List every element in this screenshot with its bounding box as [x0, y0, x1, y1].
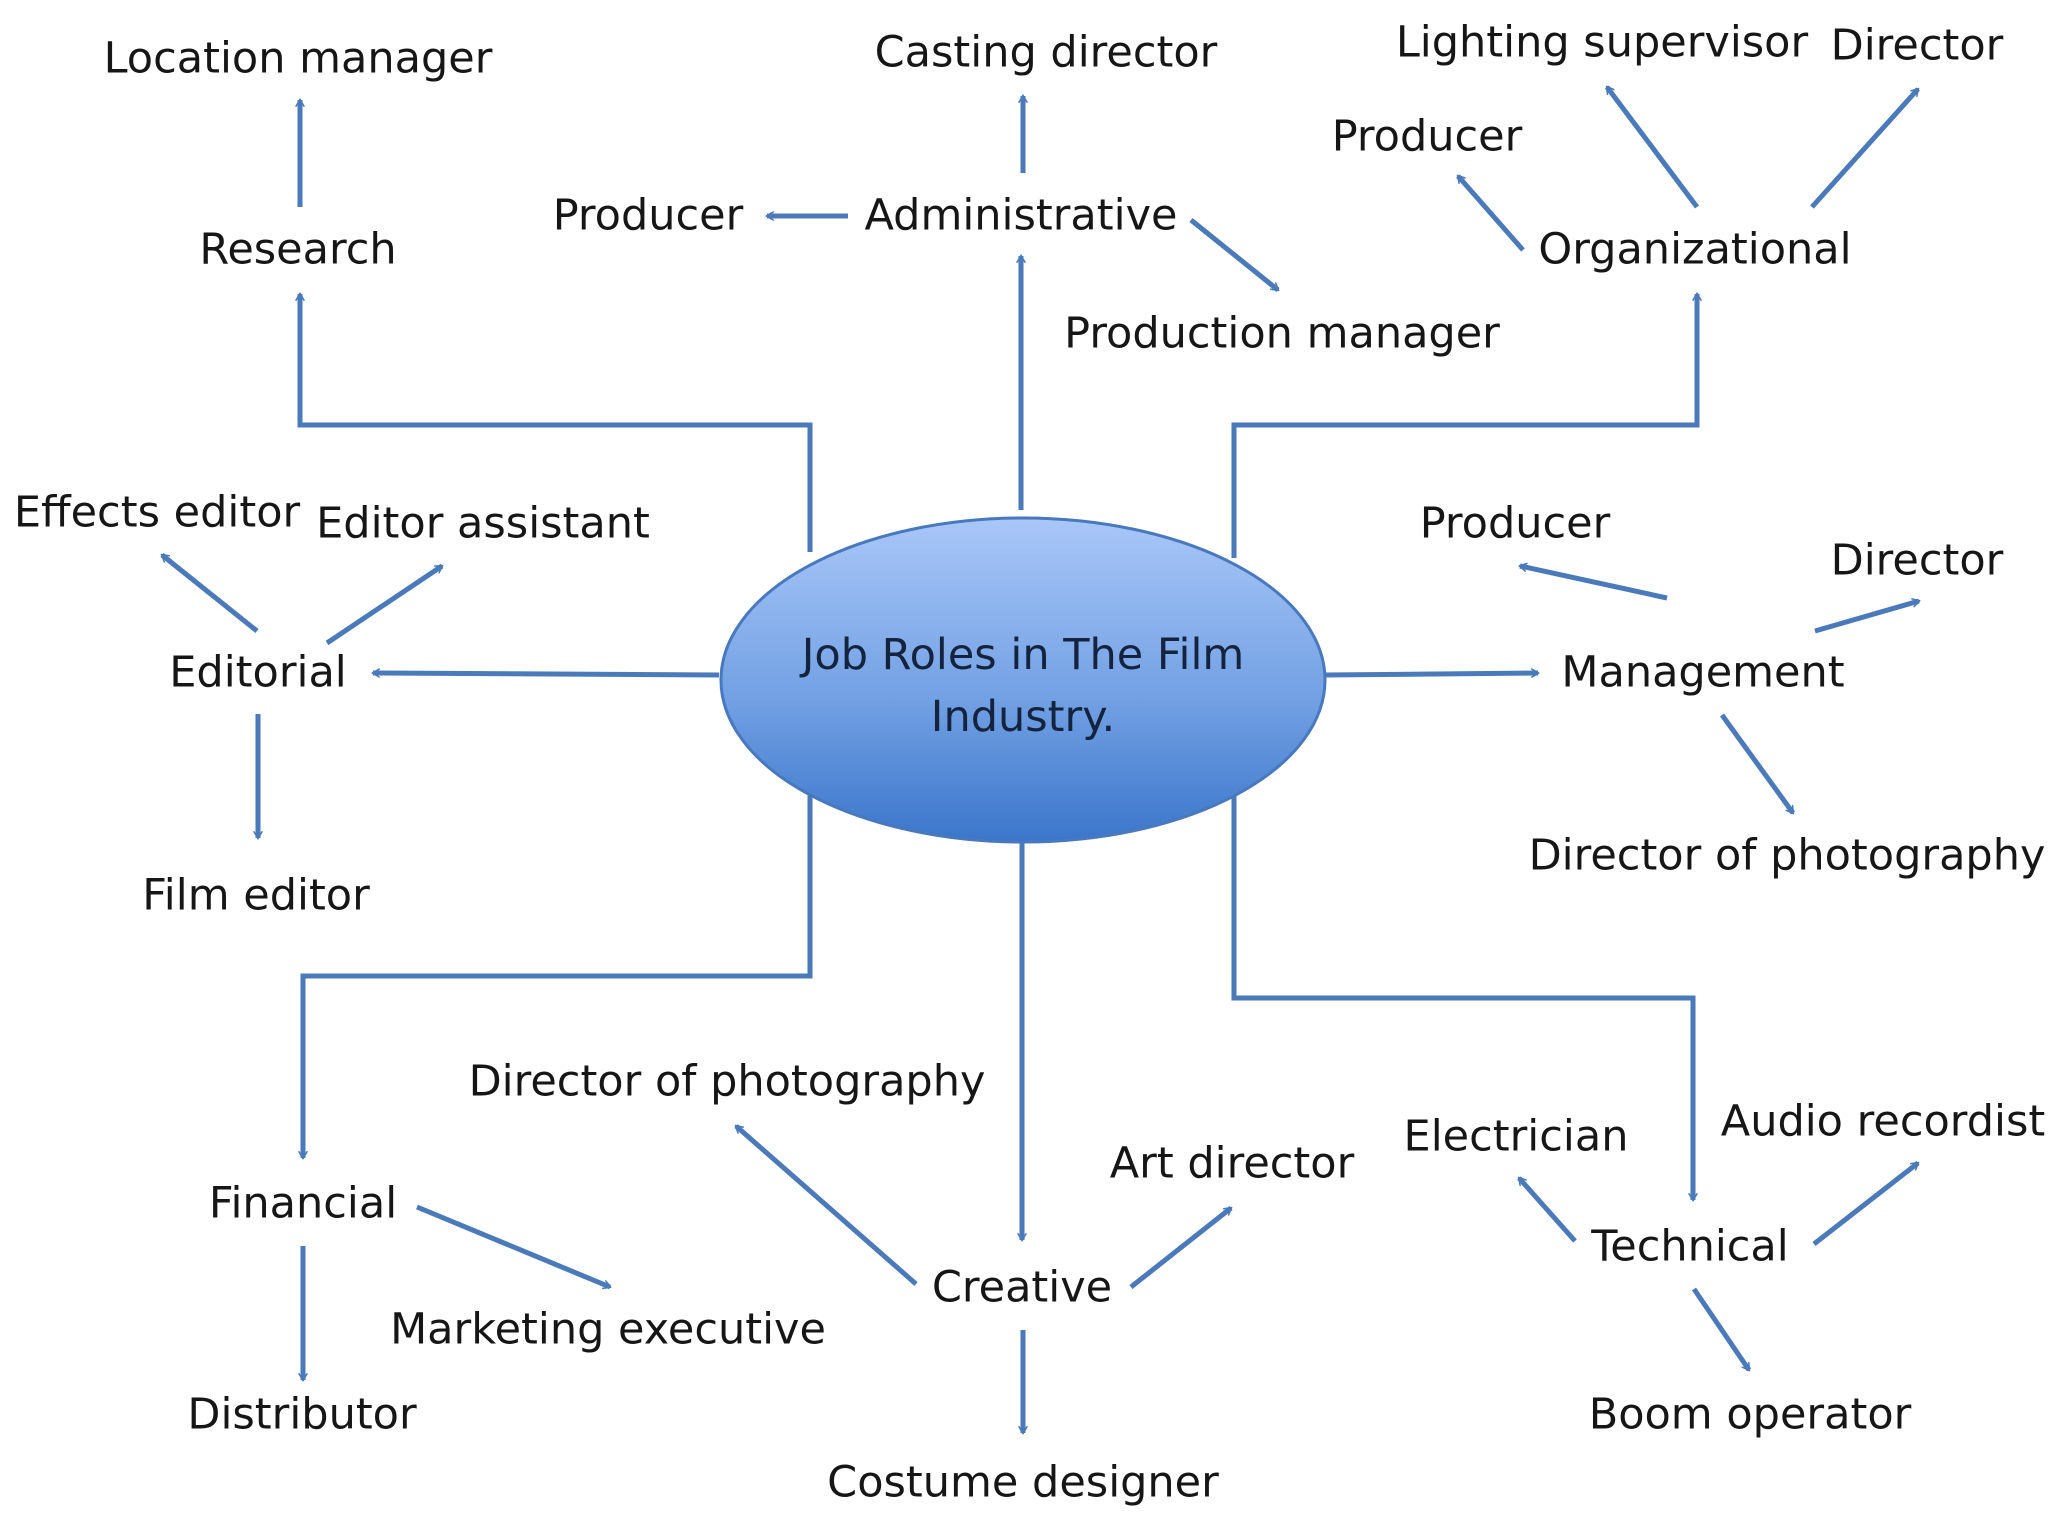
arrow-organizational-director — [1810, 87, 1920, 209]
role-lighting-supervisor: Lighting supervisor — [1395, 17, 1809, 68]
role-director-of-photography-creative: Director of photography — [468, 1056, 986, 1107]
arrow-creative-art-director — [1129, 1206, 1233, 1289]
category-financial: Financial — [208, 1178, 398, 1229]
category-editorial: Editorial — [169, 647, 347, 698]
role-costume-designer: Costume designer — [827, 1457, 1219, 1508]
category-creative: Creative — [931, 1262, 1113, 1313]
category-technical: Technical — [1591, 1221, 1789, 1272]
role-boom-operator: Boom operator — [1588, 1389, 1912, 1440]
category-organizational: Organizational — [1538, 224, 1852, 275]
role-distributor: Distributor — [187, 1389, 417, 1440]
role-location-manager: Location manager — [103, 33, 493, 84]
role-marketing-executive: Marketing executive — [390, 1304, 826, 1355]
category-research: Research — [199, 224, 397, 275]
arrow-technical-audio-recordist — [1812, 1161, 1920, 1246]
connector-technical — [1231, 790, 1698, 1202]
central-topic-label: Job Roles in The Film Industry. — [801, 630, 1245, 742]
arrow-financial-marketing-executive — [416, 1204, 612, 1290]
role-production-manager: Production manager — [1064, 308, 1500, 359]
role-effects-editor: Effects editor — [13, 487, 301, 538]
arrow-management-director — [1814, 598, 1921, 634]
arrow-management-director-of-photography — [1719, 713, 1796, 815]
role-electrician: Electrician — [1403, 1111, 1629, 1162]
role-editor-assistant: Editor assistant — [316, 498, 650, 549]
connector-management — [1324, 668, 1540, 678]
arrow-editorial-editor-assistant — [325, 563, 444, 646]
role-director-management: Director — [1830, 535, 2004, 586]
role-producer-management: Producer — [1419, 498, 1611, 549]
role-director-of-photography-management: Director of photography — [1528, 830, 2046, 881]
arrow-administrative-production-manager — [1189, 218, 1280, 292]
role-audio-recordist: Audio recordist — [1720, 1096, 2046, 1147]
role-director-organizational: Director — [1830, 20, 2004, 71]
arrow-organizational-lighting-supervisor — [1605, 85, 1699, 209]
connector-editorial — [371, 668, 720, 678]
arrow-management-producer — [1518, 562, 1668, 601]
arrow-creative-director-of-photography — [734, 1124, 918, 1286]
arrow-technical-boom-operator — [1691, 1287, 1752, 1372]
arrow-editorial-effects-editor — [160, 553, 259, 633]
central-ellipse — [719, 516, 1327, 844]
role-film-editor: Film editor — [142, 870, 370, 921]
connector-research — [295, 292, 813, 552]
role-art-director: Art director — [1109, 1138, 1355, 1189]
role-producer-administrative: Producer — [552, 190, 744, 241]
role-casting-director: Casting director — [874, 27, 1218, 78]
category-management: Management — [1561, 647, 1845, 698]
arrow-organizational-producer — [1456, 174, 1525, 252]
connector-financial — [298, 790, 813, 1160]
category-administrative: Administrative — [864, 190, 1178, 241]
role-producer-organizational: Producer — [1331, 111, 1523, 162]
arrow-technical-electrician — [1517, 1176, 1577, 1243]
connector-organizational — [1231, 292, 1702, 558]
